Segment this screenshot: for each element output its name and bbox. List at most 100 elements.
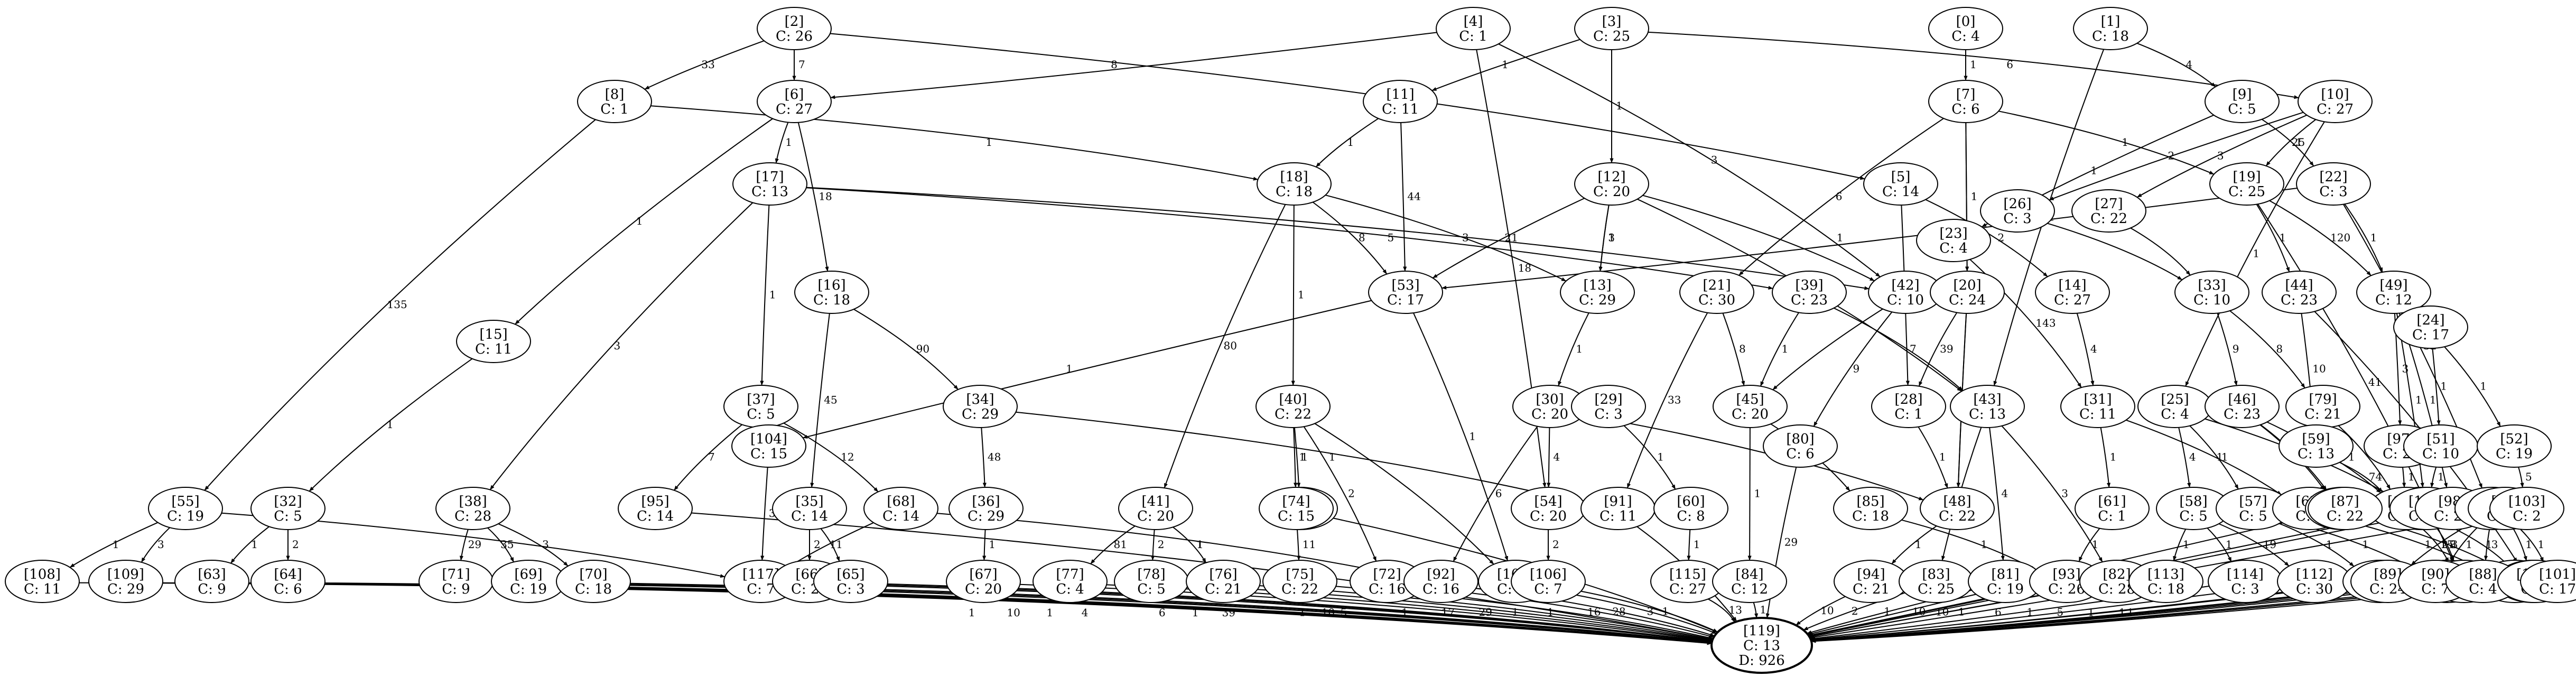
node-value-label: C: 3 [2003, 211, 2031, 227]
edge-weight-label: 6 [1495, 487, 1502, 500]
edge-weight-label: 3 [500, 538, 507, 551]
node-id-label: [81] [1991, 567, 2019, 582]
graph-edge-e74 [783, 422, 879, 493]
graph-edge-e51 [1412, 312, 1509, 561]
edge-weight-label: 3 [157, 538, 164, 551]
graph-edge-e9 [1648, 31, 2299, 99]
graph-edge-e118 [1173, 526, 1207, 563]
graph-edge-e1 [644, 40, 765, 90]
edge-weight-label: 10 [1912, 605, 1926, 618]
node-value-label: C: 7 [1534, 581, 1562, 597]
graph-edge-e87 [1623, 425, 1676, 490]
graph-edge-e165 [1708, 598, 1736, 623]
node-ellipse [1950, 385, 2025, 428]
graph-edge-e5 [1498, 43, 1881, 277]
edge-weight-label: 17 [1442, 606, 1455, 618]
graph-edge-e133 [2279, 523, 2355, 567]
node-value-label: C: 12 [2375, 292, 2412, 308]
edge-weight-label: 8 [2276, 342, 2283, 355]
node-value-label: C: 13 [2298, 446, 2335, 462]
graph-node-n113: [113]C: 18 [2128, 560, 2203, 603]
edge-weight-label: 1 [1657, 451, 1664, 464]
graph-node-n64: [64]C: 6 [250, 560, 326, 603]
graph-edge-e71 [2432, 348, 2441, 425]
node-value-label: C: 29 [1579, 292, 1616, 308]
graph-node-n44: [44]C: 23 [2262, 271, 2337, 314]
edge-weight-label: 1 [785, 136, 792, 149]
graph-edge-e56 [1834, 308, 1964, 391]
node-value-label: C: 14 [882, 508, 919, 524]
edge-weight-label: 10 [1820, 604, 1834, 617]
graph-edge-e112 [498, 523, 569, 567]
node-id-label: [16] [817, 277, 845, 293]
graph-edge-e46 [1442, 188, 2298, 290]
node-value-label: C: 11 [475, 341, 512, 357]
edge-weight-label: 7 [1910, 342, 1917, 355]
node-id-label: [83] [1922, 567, 1950, 582]
edge-weight-label: 11 [1303, 538, 1316, 551]
graph-edge-e139 [2436, 528, 2454, 562]
edge-weight-label: 5 [2057, 606, 2063, 618]
edge-weight-label: 1 [1915, 538, 1922, 551]
node-id-label: [52] [2500, 431, 2528, 447]
graph-edge-e58 [1918, 312, 1958, 387]
edge-weight-label: 1 [1512, 606, 1519, 618]
node-id-label: [4] [1464, 14, 1483, 30]
edge-weight-label: 1 [251, 538, 258, 551]
node-value-label: C: 13 [1743, 638, 1780, 654]
node-id-label: [43] [1973, 392, 2001, 408]
edge-weight-label: 8 [1739, 342, 1746, 355]
graph-node-n42: [42]C: 10 [1868, 271, 1943, 314]
node-value-label: C: 5 [747, 406, 775, 422]
graph-edge-e142 [2078, 528, 2100, 562]
graph-edge-e131 [2173, 529, 2187, 561]
graph-edge [1642, 195, 1875, 282]
node-id-label: [108] [24, 567, 61, 582]
edge-weight-label: 135 [387, 298, 407, 311]
graph-edge-e38 [1325, 195, 1567, 282]
node-value-label: C: 10 [2422, 446, 2459, 462]
edge-weight-label: 1 [2221, 451, 2228, 464]
graph-node-n72: [72]C: 16 [1350, 560, 1425, 603]
node-value-label: C: 4 [1056, 581, 1084, 597]
edge-labels: 3371831811611413511181161441121312123112… [113, 58, 2545, 619]
node-value-label: C: 2 [2513, 508, 2541, 524]
graph-edge-e14 [650, 105, 1258, 181]
node-ellipse [2489, 487, 2564, 530]
node-ellipse [250, 487, 326, 530]
node-ellipse [1511, 560, 1586, 603]
graph-edge-e65 [2217, 313, 2238, 386]
edge-weight-label: 1 [1547, 606, 1554, 618]
node-value-label: C: 5 [274, 508, 302, 524]
edge-weight-label: 1 [1694, 538, 1700, 551]
node-id-label: [7] [1956, 87, 1976, 103]
node-value-label: C: 3 [836, 581, 864, 597]
node-id-label: [38] [459, 494, 487, 510]
graph-node-n83: [83]C: 25 [1899, 560, 1974, 603]
node-value-label: C: 21 [1853, 581, 1890, 597]
node-value-label: C: 1 [2098, 508, 2126, 524]
node-value-label: C: 6 [274, 581, 302, 597]
graph-node-n26: [26]C: 3 [1980, 189, 2055, 233]
graph-node-n36: [36]C: 29 [948, 487, 1024, 530]
node-id-label: [30] [1536, 392, 1564, 408]
graph-edge-e153 [887, 583, 1713, 643]
edge-weight-label: 1 [1884, 605, 1891, 618]
node-id-label: [51] [2426, 431, 2454, 447]
node-value-label: C: 18 [1276, 184, 1313, 200]
node-value-label: C: 22 [1281, 581, 1318, 597]
node-value-label: C: 23 [2224, 406, 2261, 422]
graph-edge-e34 [1312, 201, 1388, 275]
edge-weight-label: 3 [2451, 538, 2458, 551]
node-value-label: C: 6 [1786, 446, 1814, 462]
graph-node-n11: [11]C: 11 [1363, 80, 1438, 123]
node-ellipse [1710, 617, 1813, 674]
graph-edge-e26 [1598, 205, 1610, 272]
node-id-label: [80] [1786, 431, 1814, 447]
node-ellipse [1436, 7, 1511, 50]
graph-node-n55: [55]C: 19 [148, 487, 223, 530]
edge-weight-label: 1 [2090, 164, 2097, 177]
edge-weight-label: 44 [1407, 190, 1420, 203]
edge-weight-label: 1 [1971, 190, 1978, 203]
node-value-label: C: 30 [2296, 581, 2333, 597]
